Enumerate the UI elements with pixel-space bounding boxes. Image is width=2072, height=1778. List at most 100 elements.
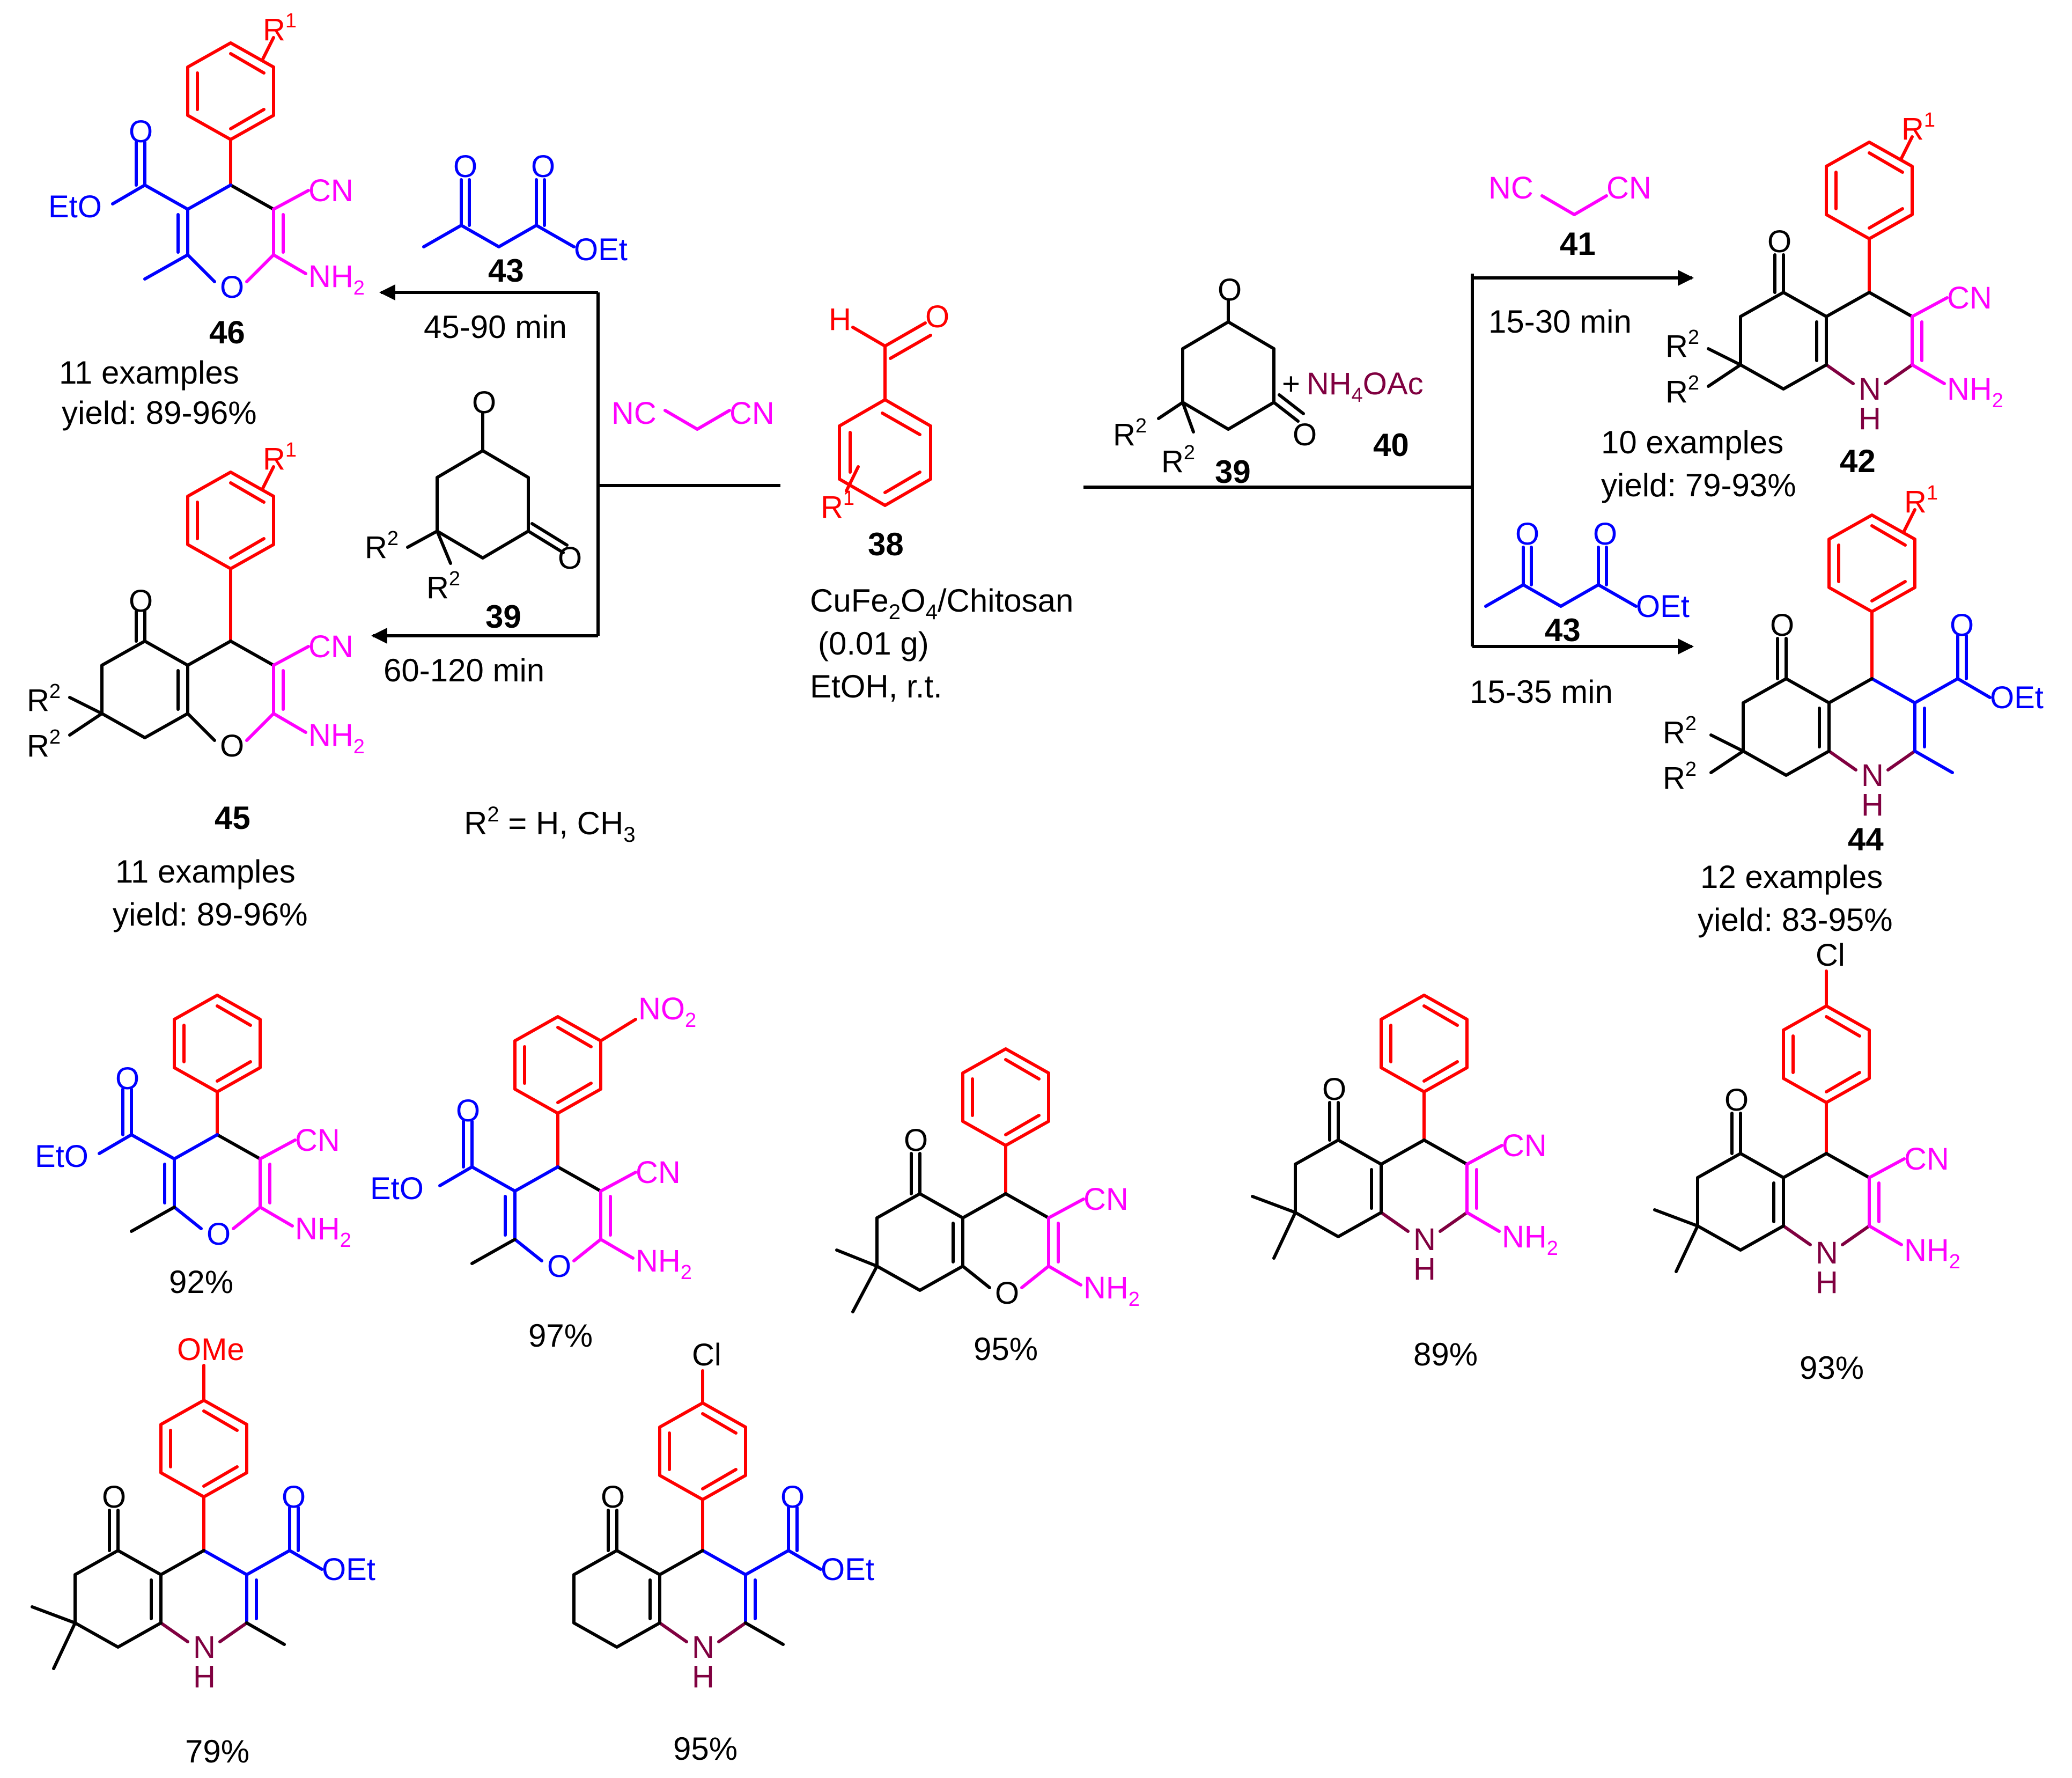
o-label-39c: O [1218, 273, 1242, 307]
cn-label-e1: CN [295, 1123, 340, 1158]
o-label-42: O [1767, 224, 1791, 259]
compound-number-44: 44 [1848, 821, 1884, 857]
ammonium-acetate-label: +NH4OAc [1282, 366, 1424, 407]
nh2-label-e1: NH2 [295, 1211, 351, 1252]
o-label-44-ester: O [1950, 608, 1974, 643]
r1-label-42: R1 [1901, 109, 1935, 146]
nh2-label-e3: NH2 [1083, 1270, 1140, 1311]
yield-label-e4: 89% [1413, 1336, 1478, 1372]
compound-number-43-left: 43 [488, 253, 524, 289]
compound-number-42: 42 [1840, 443, 1876, 479]
cl-label-e5: Cl [1816, 938, 1845, 973]
nh-label-e5: N [1816, 1236, 1838, 1270]
r1-label-38: R1 [821, 487, 854, 525]
o-label-39a: O [472, 385, 496, 420]
example-quinoline-methoxyphenyl-ester: OMe O OEt N H O 79% [31, 1332, 375, 1769]
example-quinoline-chlorophenyl-ester: Cl O OEt N H O 95% [572, 1338, 874, 1767]
o-label-39d: O [1293, 417, 1317, 452]
nh-h-label-e5: H [1816, 1265, 1838, 1300]
r2-label-39c: R2 [1113, 415, 1147, 452]
o-label-39b: O [558, 541, 582, 576]
o-label-46-ring: O [220, 270, 244, 305]
ethyl-acetoacetate-43-right: O O OEt 43 [1484, 517, 1690, 648]
o-label-e7-ester: O [780, 1480, 805, 1515]
cn-label-41: CN [1606, 171, 1651, 205]
nh-h-label-e7: H [692, 1659, 714, 1694]
yield-44: yield: 83-95% [1698, 902, 1893, 938]
nc-label-41: NC [1488, 171, 1533, 205]
dione-39-right: O O R2 R2 39 [1113, 273, 1317, 490]
cn-label-46: CN [308, 173, 353, 208]
examples-44: 12 examples [1700, 859, 1883, 895]
o-label-43b: O [531, 149, 555, 184]
r2-label-45b: R2 [27, 726, 61, 763]
o-label-e2-ester: O [456, 1093, 480, 1128]
nh-h-label-42: H [1859, 401, 1881, 436]
nh-h-label-44: H [1861, 788, 1884, 822]
cn-label-e2: CN [636, 1155, 681, 1190]
nh-label-e7: N [692, 1630, 714, 1665]
time-to-45: 60-120 min [384, 652, 544, 688]
malononitrile-41: NC CN 41 [1488, 171, 1651, 262]
compound-number-43-right: 43 [1545, 612, 1581, 648]
cn-label-left: CN [729, 396, 775, 431]
ethyl-acetoacetate-43-left: O O OEt 43 [422, 149, 628, 289]
nh2-label-e5: NH2 [1904, 1233, 1960, 1273]
nh2-label-46: NH2 [308, 259, 365, 299]
eto-label-e1: EtO [35, 1139, 89, 1174]
yield-label-e3: 95% [974, 1331, 1038, 1367]
oet-label-44: OEt [1990, 680, 2044, 715]
compound-number-41: 41 [1560, 226, 1596, 262]
no2-label-e2: NO2 [638, 991, 696, 1032]
dione-39-left: O O R2 R2 39 [365, 385, 582, 635]
examples-46: 11 examples [59, 355, 239, 391]
r2-label-39d: R2 [1161, 442, 1195, 479]
aldehyde-o-label: O [925, 299, 949, 334]
eto-label-46: EtO [48, 189, 102, 224]
nh-h-label-e6: H [193, 1659, 216, 1694]
example-pyran-nitrophenyl: NO2 CN O NH2 O EtO 97% [370, 991, 696, 1354]
o-label-e2-ring: O [547, 1249, 571, 1284]
yield-label-e1: 92% [169, 1264, 233, 1300]
o-label-e6-ester: O [282, 1480, 306, 1515]
oet-label-e7: OEt [821, 1552, 874, 1587]
yield-46: yield: 89-96% [62, 395, 257, 431]
compound-number-46: 46 [209, 314, 245, 350]
o-label-46-ester: O [129, 114, 153, 149]
aldehyde-38: H O R1 38 [821, 299, 949, 562]
catalyst-amount: (0.01 g) [818, 626, 929, 662]
o-label-e1-ester: O [115, 1061, 139, 1096]
nh-h-label-e4: H [1413, 1252, 1436, 1287]
yield-label-e2: 97% [528, 1318, 593, 1354]
yield-label-e6: 79% [185, 1733, 249, 1769]
product-45: R1 CN O NH2 O R2 R2 45 11 examples yield… [27, 439, 365, 932]
o-label-e5-ketone: O [1724, 1083, 1749, 1118]
cn-label-e4: CN [1502, 1128, 1547, 1163]
yield-label-e5: 93% [1800, 1350, 1864, 1386]
examples-45: 11 examples [115, 854, 296, 890]
examples-42: 10 examples [1601, 424, 1783, 460]
o-label-e7-ketone: O [601, 1480, 625, 1515]
aldehyde-h-label: H [829, 302, 851, 337]
r2-label-45a: R2 [27, 680, 61, 718]
nh2-label-42: NH2 [1947, 372, 2003, 412]
r1-label-46: R1 [263, 10, 297, 47]
yield-45: yield: 89-96% [113, 897, 308, 932]
o-label-44-ketone: O [1770, 608, 1794, 643]
oet-label-43-right: OEt [1636, 589, 1690, 624]
nh2-label-45: NH2 [308, 718, 365, 758]
o-label-e4-ketone: O [1322, 1072, 1346, 1107]
cn-label-42: CN [1947, 281, 1992, 315]
r2-label-39a: R2 [365, 527, 399, 565]
o-label-45-ketone: O [129, 584, 153, 619]
example-chromene-phenyl: CN O NH2 O 95% [835, 1047, 1140, 1367]
example-quinoline-phenyl: CN N H NH2 O 89% [1251, 994, 1558, 1372]
oet-label-43: OEt [574, 232, 628, 267]
oet-label-e6: OEt [322, 1552, 375, 1587]
o-label-e3-ketone: O [904, 1123, 928, 1158]
nh-label-e4: N [1413, 1222, 1436, 1257]
nh-label-44: N [1861, 758, 1884, 793]
o-label-43c: O [1515, 517, 1539, 552]
r1-label-45: R1 [263, 439, 297, 476]
